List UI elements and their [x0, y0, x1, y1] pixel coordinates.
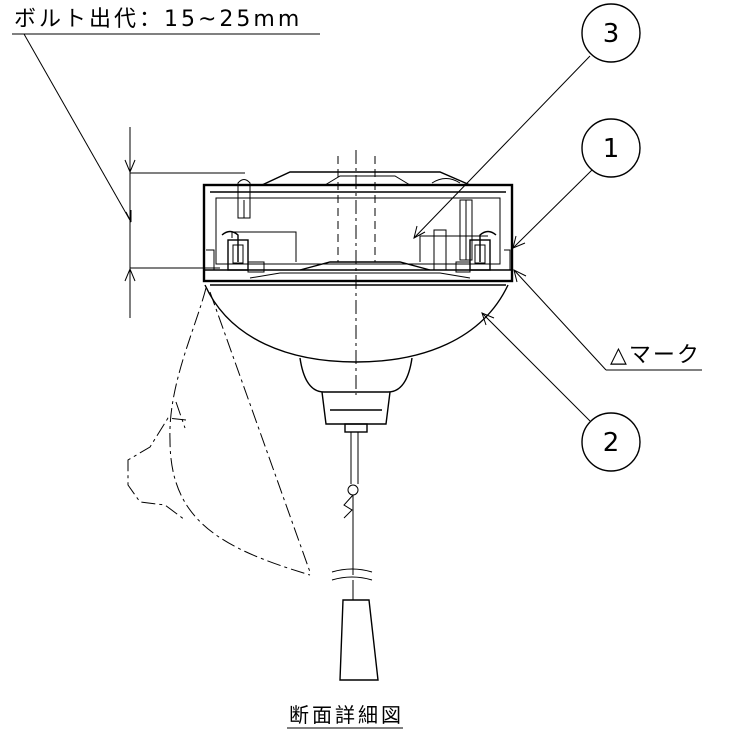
dimension-lines — [124, 127, 245, 318]
bolt-protrusion-annotation: ボルト出代：15~25mm — [12, 7, 320, 223]
ceiling-box — [202, 150, 514, 395]
delta-mark-annotation: △マーク — [513, 269, 702, 371]
cover-removed-outline — [127, 287, 311, 576]
callout-2-number: 2 — [603, 428, 620, 458]
callout-1: 1 — [512, 118, 641, 249]
drawing-caption: 断面詳細図 — [287, 703, 404, 729]
caption-text: 断面詳細図 — [289, 703, 404, 727]
callout-3-number: 3 — [603, 19, 620, 49]
bolt-protrusion-label: ボルト出代：15~25mm — [14, 7, 302, 32]
callout-1-number: 1 — [603, 134, 620, 164]
delta-mark-label: △マーク — [610, 343, 701, 368]
cover-dome — [204, 284, 509, 393]
callout-2: 2 — [481, 312, 641, 472]
socket-and-pull-cord — [321, 391, 391, 681]
callout-3: 3 — [413, 3, 641, 239]
